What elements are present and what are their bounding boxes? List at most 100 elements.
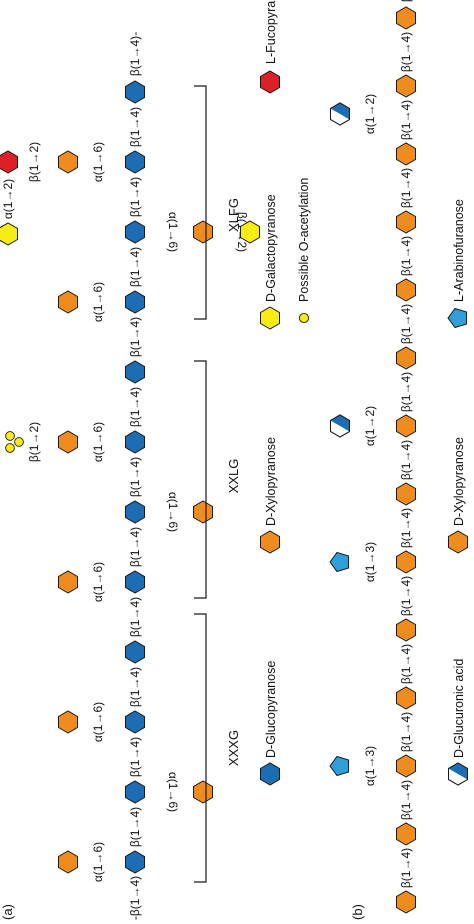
group-label-xxlg: XXLG xyxy=(226,459,241,494)
panel-b-label: (b) xyxy=(350,904,365,920)
legend-arabinose-icon xyxy=(447,308,467,328)
linkage-label: β(1→4) xyxy=(399,440,413,480)
glucose-residue xyxy=(125,500,145,524)
linkage-label: α(1→2) xyxy=(1,179,15,219)
glucose-residue xyxy=(125,850,145,874)
xylose-residue xyxy=(396,414,416,438)
linkage-label: β(1→4) xyxy=(128,527,142,567)
linkage-label: β(1→2) xyxy=(27,422,41,462)
linkage-label: β(1→4)- xyxy=(128,32,142,76)
glucose-residue xyxy=(125,150,145,174)
linkage-label: β(1→4) xyxy=(128,667,142,707)
linkage-label: β(1→4) xyxy=(128,387,142,427)
linkage-label: α(1→6) xyxy=(91,562,105,602)
linkage-label: β(1→4) xyxy=(128,807,142,847)
linkage-label: β(1→4) xyxy=(128,737,142,777)
xylose-residue xyxy=(193,500,213,524)
panel-a-label: (a) xyxy=(0,904,15,920)
legend-glucuronic-icon xyxy=(448,762,468,786)
acetyl-dot-icon xyxy=(5,443,15,453)
legend-galactose-icon xyxy=(260,306,280,330)
glucose-residue xyxy=(125,570,145,594)
galactose-residue xyxy=(240,220,260,244)
linkage-label: α(1→6) xyxy=(166,772,180,812)
acetyl-dot-icon xyxy=(14,437,24,447)
legend-acetyl-label: Possible O-acetylation xyxy=(297,178,311,302)
linkage-label: α(1→3) xyxy=(363,542,377,582)
legend-xylose-label: D-Xylopyranose xyxy=(264,437,278,526)
legend-galactose-label: D-Galactopyranose xyxy=(264,194,278,302)
glucose-residue xyxy=(125,640,145,664)
acetyl-dot-icon xyxy=(5,431,15,441)
xylose-residue xyxy=(396,550,416,574)
linkage-label: β(1→4) xyxy=(399,304,413,344)
legend-glucose-label: D-Glucopyranose xyxy=(264,661,278,758)
group-bracket-xlfg xyxy=(194,85,207,320)
linkage-label: α(1→3) xyxy=(363,746,377,786)
xylose-residue xyxy=(396,754,416,778)
linkage-label: α(1→6) xyxy=(166,492,180,532)
galactose-residue xyxy=(0,222,18,246)
xylose-residue xyxy=(396,278,416,302)
legend-fucose-icon xyxy=(260,70,280,94)
linkage-label: β(1→4) xyxy=(399,236,413,276)
linkage-label: α(1→6) xyxy=(166,212,180,252)
linkage-label: β(1→4) xyxy=(128,597,142,637)
linkage-label: β(1→4)- xyxy=(399,0,413,2)
linkage-label: β(1→4) xyxy=(399,372,413,412)
arabinose-residue xyxy=(329,552,349,572)
glucose-residue xyxy=(125,780,145,804)
xylose-residue xyxy=(58,710,78,734)
xylose-residue xyxy=(396,686,416,710)
xylose-residue xyxy=(396,482,416,506)
xylose-residue xyxy=(396,74,416,98)
linkage-label: α(1→6) xyxy=(91,282,105,322)
linkage-label: β(1→4) xyxy=(399,32,413,72)
xylose-residue xyxy=(396,346,416,370)
xylose-residue xyxy=(58,850,78,874)
linkage-label: β(1→4) xyxy=(128,317,142,357)
xylose-residue xyxy=(58,150,78,174)
linkage-label: β(1→4) xyxy=(399,644,413,684)
legend-fucose-label: L-Fucopyranose xyxy=(264,0,278,64)
legend-xylose-icon xyxy=(260,530,280,554)
glucuronic-acid-residue xyxy=(330,414,350,438)
linkage-label: α(1→6) xyxy=(91,842,105,882)
legend-glucose-icon xyxy=(260,762,280,786)
linkage-label: β(1→4) xyxy=(399,100,413,140)
linkage-label: β(1→4) xyxy=(128,247,142,287)
glucose-residue xyxy=(125,290,145,314)
legend-arabinose-label: L-Arabinofuranose xyxy=(452,199,466,302)
xylose-residue xyxy=(396,142,416,166)
legend-acetyl-icon xyxy=(298,312,310,324)
xylose-residue xyxy=(396,822,416,846)
group-label-xlfg: XLFG xyxy=(226,198,241,232)
xylose-residue xyxy=(396,6,416,30)
xylose-residue xyxy=(396,210,416,234)
linkage-label: α(1→6) xyxy=(91,422,105,462)
xylose-residue xyxy=(58,430,78,454)
linkage-label: α(1→6) xyxy=(91,142,105,182)
fucose-residue xyxy=(0,150,18,174)
linkage-label: β(1→2) xyxy=(27,142,41,182)
arabinose-residue xyxy=(329,756,349,776)
glucose-residue xyxy=(125,220,145,244)
legend-glucuronic-label: D-Glucuronic acid xyxy=(452,659,466,758)
legend-xylose-b-icon xyxy=(448,530,468,554)
linkage-label: α(1→2) xyxy=(363,406,377,446)
linkage-label: β(1→4) xyxy=(399,168,413,208)
linkage-label: α(1→6) xyxy=(91,702,105,742)
glucose-residue xyxy=(125,80,145,104)
xylose-residue xyxy=(58,290,78,314)
xylose-residue xyxy=(193,220,213,244)
linkage-label: β(1→4) xyxy=(399,576,413,616)
glucose-residue xyxy=(125,360,145,384)
xylose-residue xyxy=(193,780,213,804)
xylose-residue xyxy=(396,890,416,914)
linkage-label: β(1→4) xyxy=(399,712,413,752)
xylose-residue xyxy=(58,570,78,594)
linkage-label: β(1→4) xyxy=(399,848,413,888)
linkage-label: β(1→4) xyxy=(128,457,142,497)
linkage-label: β(1→4) xyxy=(399,780,413,820)
